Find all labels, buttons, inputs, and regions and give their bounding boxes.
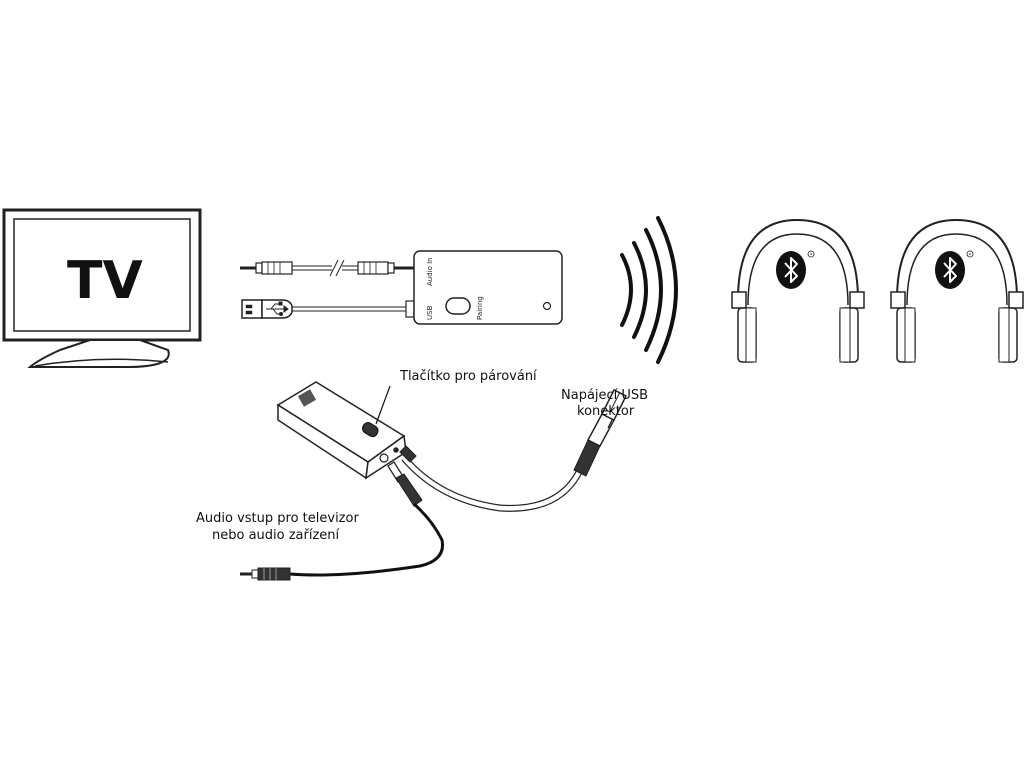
port-audio-in-label: Audio In	[426, 257, 434, 286]
callout-pairing-text: Tlačítko pro párování	[399, 369, 537, 384]
tv-label: TV	[67, 251, 143, 311]
bluetooth-icon	[935, 251, 965, 289]
audio-cable-icon	[240, 259, 414, 277]
registered-mark-icon	[807, 250, 815, 258]
callout-usb-connector: Napájecí USB konektor	[561, 388, 648, 429]
audio-input-jack	[240, 567, 291, 581]
usb-power-cable	[399, 445, 584, 512]
bluetooth-icon	[776, 251, 806, 289]
audio-jack-plug	[289, 461, 445, 577]
pairing-button[interactable]	[361, 421, 380, 439]
headphones-icon	[731, 218, 865, 363]
headphones-icon	[890, 218, 1024, 363]
registered-mark-icon	[966, 250, 974, 258]
callout-pairing-button: Tlačítko pro párování	[375, 369, 537, 425]
callout-usb-text-line1: Napájecí USB	[561, 388, 648, 403]
callout-usb-text-line2: konektor	[577, 404, 635, 419]
port-usb-label: USB	[426, 305, 434, 320]
usb-symbol-icon	[266, 301, 289, 316]
callout-audio-text-line2: nebo audio zařízení	[212, 528, 340, 543]
wireless-waves-icon	[620, 216, 678, 364]
callout-audio-text-line1: Audio vstup pro televizor	[196, 511, 359, 526]
transmitter-device	[276, 381, 407, 480]
usb-plug-icon	[241, 299, 415, 319]
callout-audio-input: Audio vstup pro televizor nebo audio zař…	[196, 511, 359, 543]
usb-plug-icon	[573, 388, 628, 477]
status-led	[542, 301, 552, 311]
pairing-label: Pairing	[476, 296, 484, 320]
transmitter-box: Audio In USB Pairing	[413, 250, 563, 325]
tv-icon: TV	[2, 208, 202, 369]
pairing-button-top[interactable]	[445, 297, 471, 315]
